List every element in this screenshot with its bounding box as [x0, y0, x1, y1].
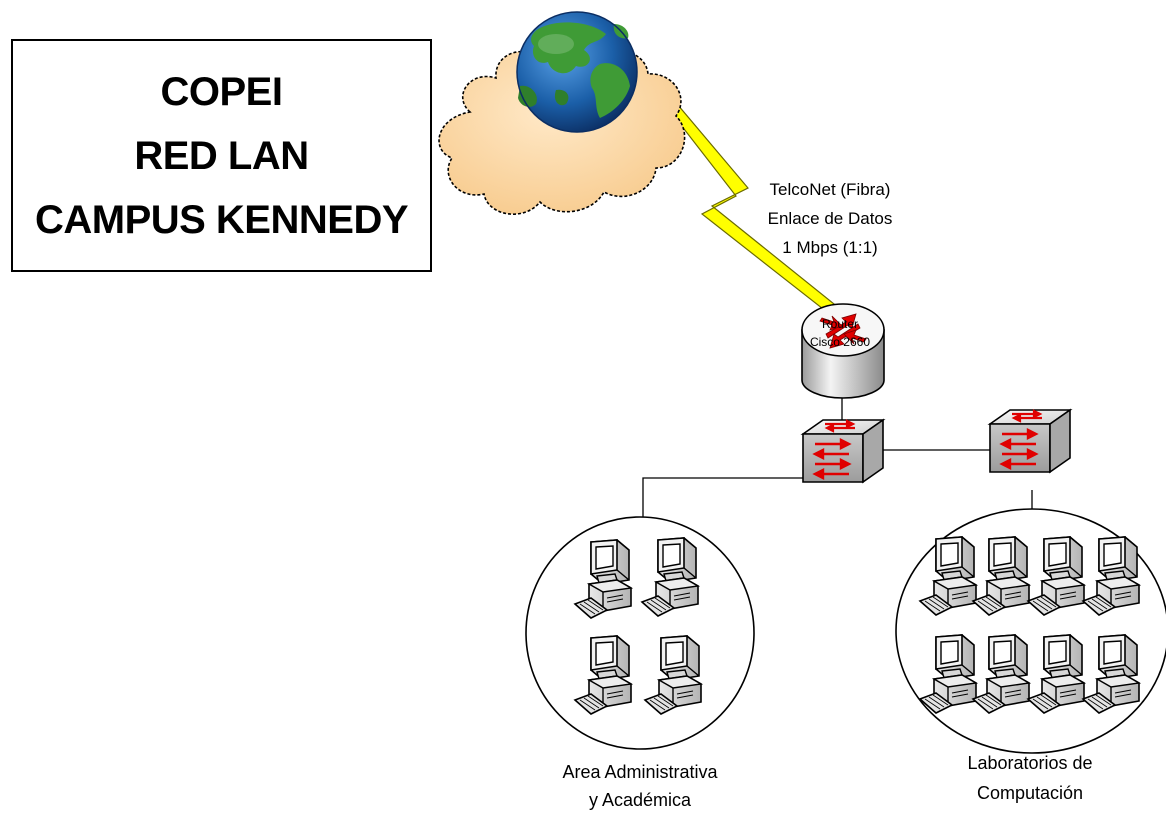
- link-label-line-2: Enlace de Datos: [767, 209, 893, 228]
- link-label-line-1: TelcoNet (Fibra): [769, 180, 891, 199]
- link-label-line-3: 1 Mbps (1:1): [782, 238, 878, 257]
- switch-icon: [801, 418, 885, 484]
- admin-area-label: Area Administrativa y Académica: [530, 758, 750, 814]
- title-line-2: RED LAN: [134, 133, 309, 178]
- admin-area-group: [525, 516, 755, 750]
- router-label: Router Cisco 2660: [790, 315, 890, 351]
- lab-label-line-1: Laboratorios de: [967, 753, 1093, 773]
- switch-admin-link: [642, 477, 803, 518]
- router-label-line-1: Router: [821, 317, 859, 331]
- lab-label-line-2: Computación: [976, 783, 1084, 803]
- title-line-3: CAMPUS KENNEDY: [34, 197, 409, 242]
- lab-group: [895, 508, 1166, 754]
- link-label: TelcoNet (Fibra) Enlace de Datos 1 Mbps …: [740, 175, 920, 262]
- router-icon: [801, 303, 885, 399]
- globe-icon: [516, 11, 638, 133]
- admin-area-label-line-1: Area Administrativa: [562, 762, 718, 782]
- switch-icon: [988, 408, 1072, 474]
- lab-label: Laboratorios de Computación: [905, 748, 1155, 808]
- title-line-1: COPEI: [160, 69, 283, 114]
- admin-area-label-line-2: y Académica: [588, 790, 692, 810]
- router-label-line-2: Cisco 2660: [809, 335, 871, 349]
- title-box: COPEI RED LAN CAMPUS KENNEDY: [11, 39, 432, 272]
